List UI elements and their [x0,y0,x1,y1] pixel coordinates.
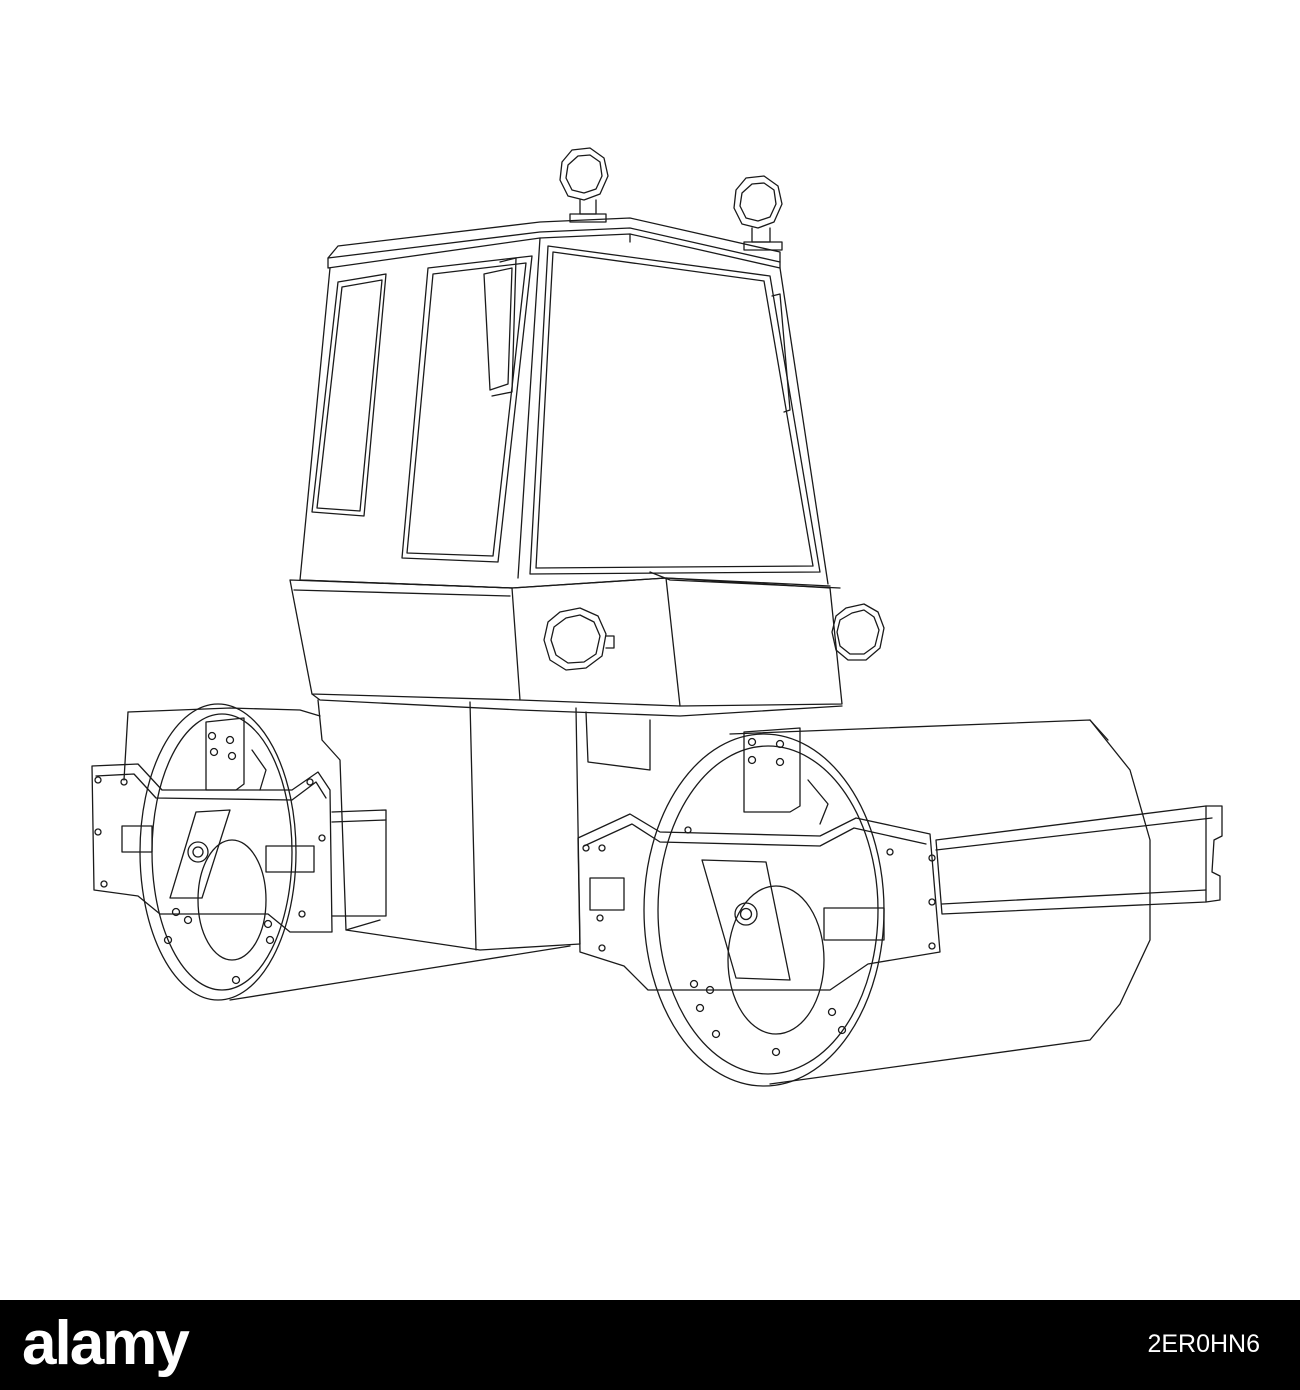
body-block [289,571,843,717]
road-roller-line-drawing [91,147,1223,1087]
front-light-center [543,607,615,671]
front-light-right [831,603,885,661]
footer-bar: alamy 2ER0HN6 [0,1300,1300,1390]
rear-roller [91,703,571,1001]
roof-light-left [559,147,609,223]
chassis [317,699,651,951]
brand-logo: alamy [22,1309,190,1378]
cab [299,217,829,589]
roof-light-right [733,175,783,251]
image-id-label: 2ER0HN6 [1147,1330,1260,1358]
front-roller [577,719,1223,1087]
